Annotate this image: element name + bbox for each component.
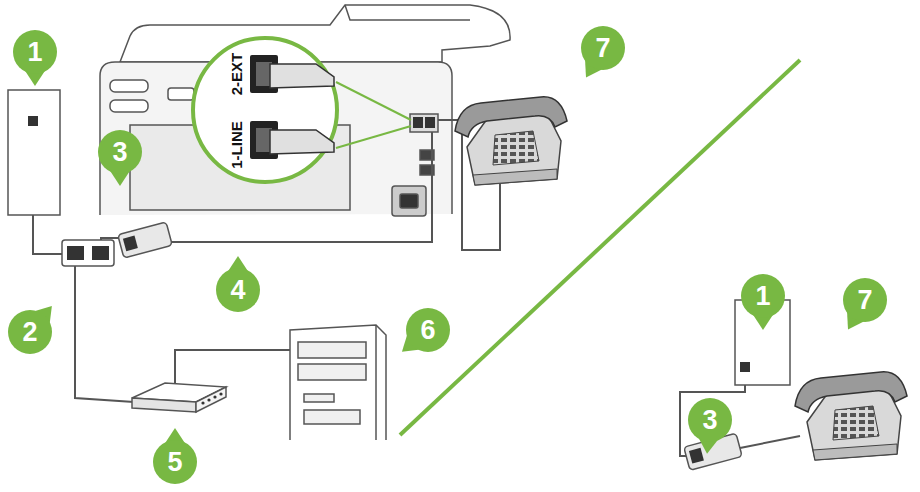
splitter [62,240,114,266]
callout-number: 3 [688,398,732,442]
callout-number: 6 [406,308,450,352]
port-label: 1-LINE [229,121,244,169]
divider-line [400,60,800,435]
wall-jack [8,90,790,385]
callout-number: 4 [216,268,260,312]
dsl-modem [132,383,226,412]
callout-text: 7 [857,287,872,314]
callout-number: 7 [843,278,887,322]
callout-number: 2 [8,310,52,354]
port-magnifier [193,38,411,182]
callout-text: 1 [27,39,42,66]
callout-text: 6 [420,317,435,344]
callout-number: 3 [98,130,142,174]
callout-number: 1 [741,274,785,318]
callout-number: 5 [153,440,197,484]
printer [100,5,510,216]
computer-tower [290,325,386,440]
callout-text: 4 [230,277,245,304]
callout-text: 7 [595,35,610,62]
callout-number: 1 [13,30,57,74]
callout-text: 3 [112,139,127,166]
callout-text: 2 [22,319,37,346]
dsl-filter [118,222,742,470]
telephone [455,97,567,185]
callout-number: 7 [581,26,625,70]
callout-text: 5 [167,449,182,476]
callout-text: 3 [702,407,717,434]
port-label: 2-EXT [229,53,244,96]
callout-text: 1 [755,283,770,310]
telephone [795,372,907,460]
